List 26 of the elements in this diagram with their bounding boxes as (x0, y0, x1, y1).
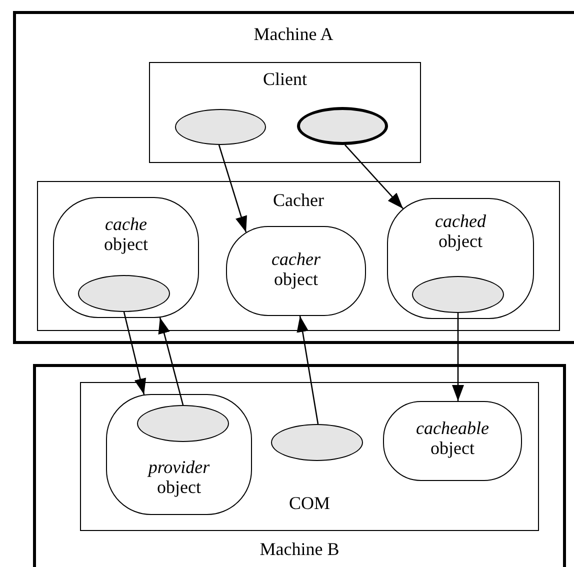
object-node (383, 401, 522, 481)
box-label: Machine B (258, 539, 340, 559)
object-node (106, 394, 252, 515)
arrow (296, 316, 319, 424)
container-box (149, 62, 421, 163)
object-label: cached object (434, 211, 487, 251)
object-label: provider object (146, 457, 211, 497)
arrow (218, 144, 247, 232)
object-label: cacheable object (415, 418, 490, 458)
arrow (123, 312, 146, 395)
box-label: Client (262, 69, 308, 89)
machine-box (33, 364, 566, 567)
container-box (37, 181, 560, 331)
box-label: Cacher (272, 190, 325, 210)
object-label: cache object (103, 214, 149, 254)
box-label: COM (288, 493, 331, 513)
object-label: cacher object (270, 249, 322, 289)
arrow (452, 313, 464, 401)
container-box (80, 382, 539, 531)
object-node (226, 226, 366, 316)
object-node (53, 197, 199, 318)
box-label: Machine A (252, 24, 334, 44)
arrow (344, 144, 404, 210)
arrow (158, 317, 184, 406)
object-node (387, 198, 534, 319)
machine-box (13, 11, 574, 344)
